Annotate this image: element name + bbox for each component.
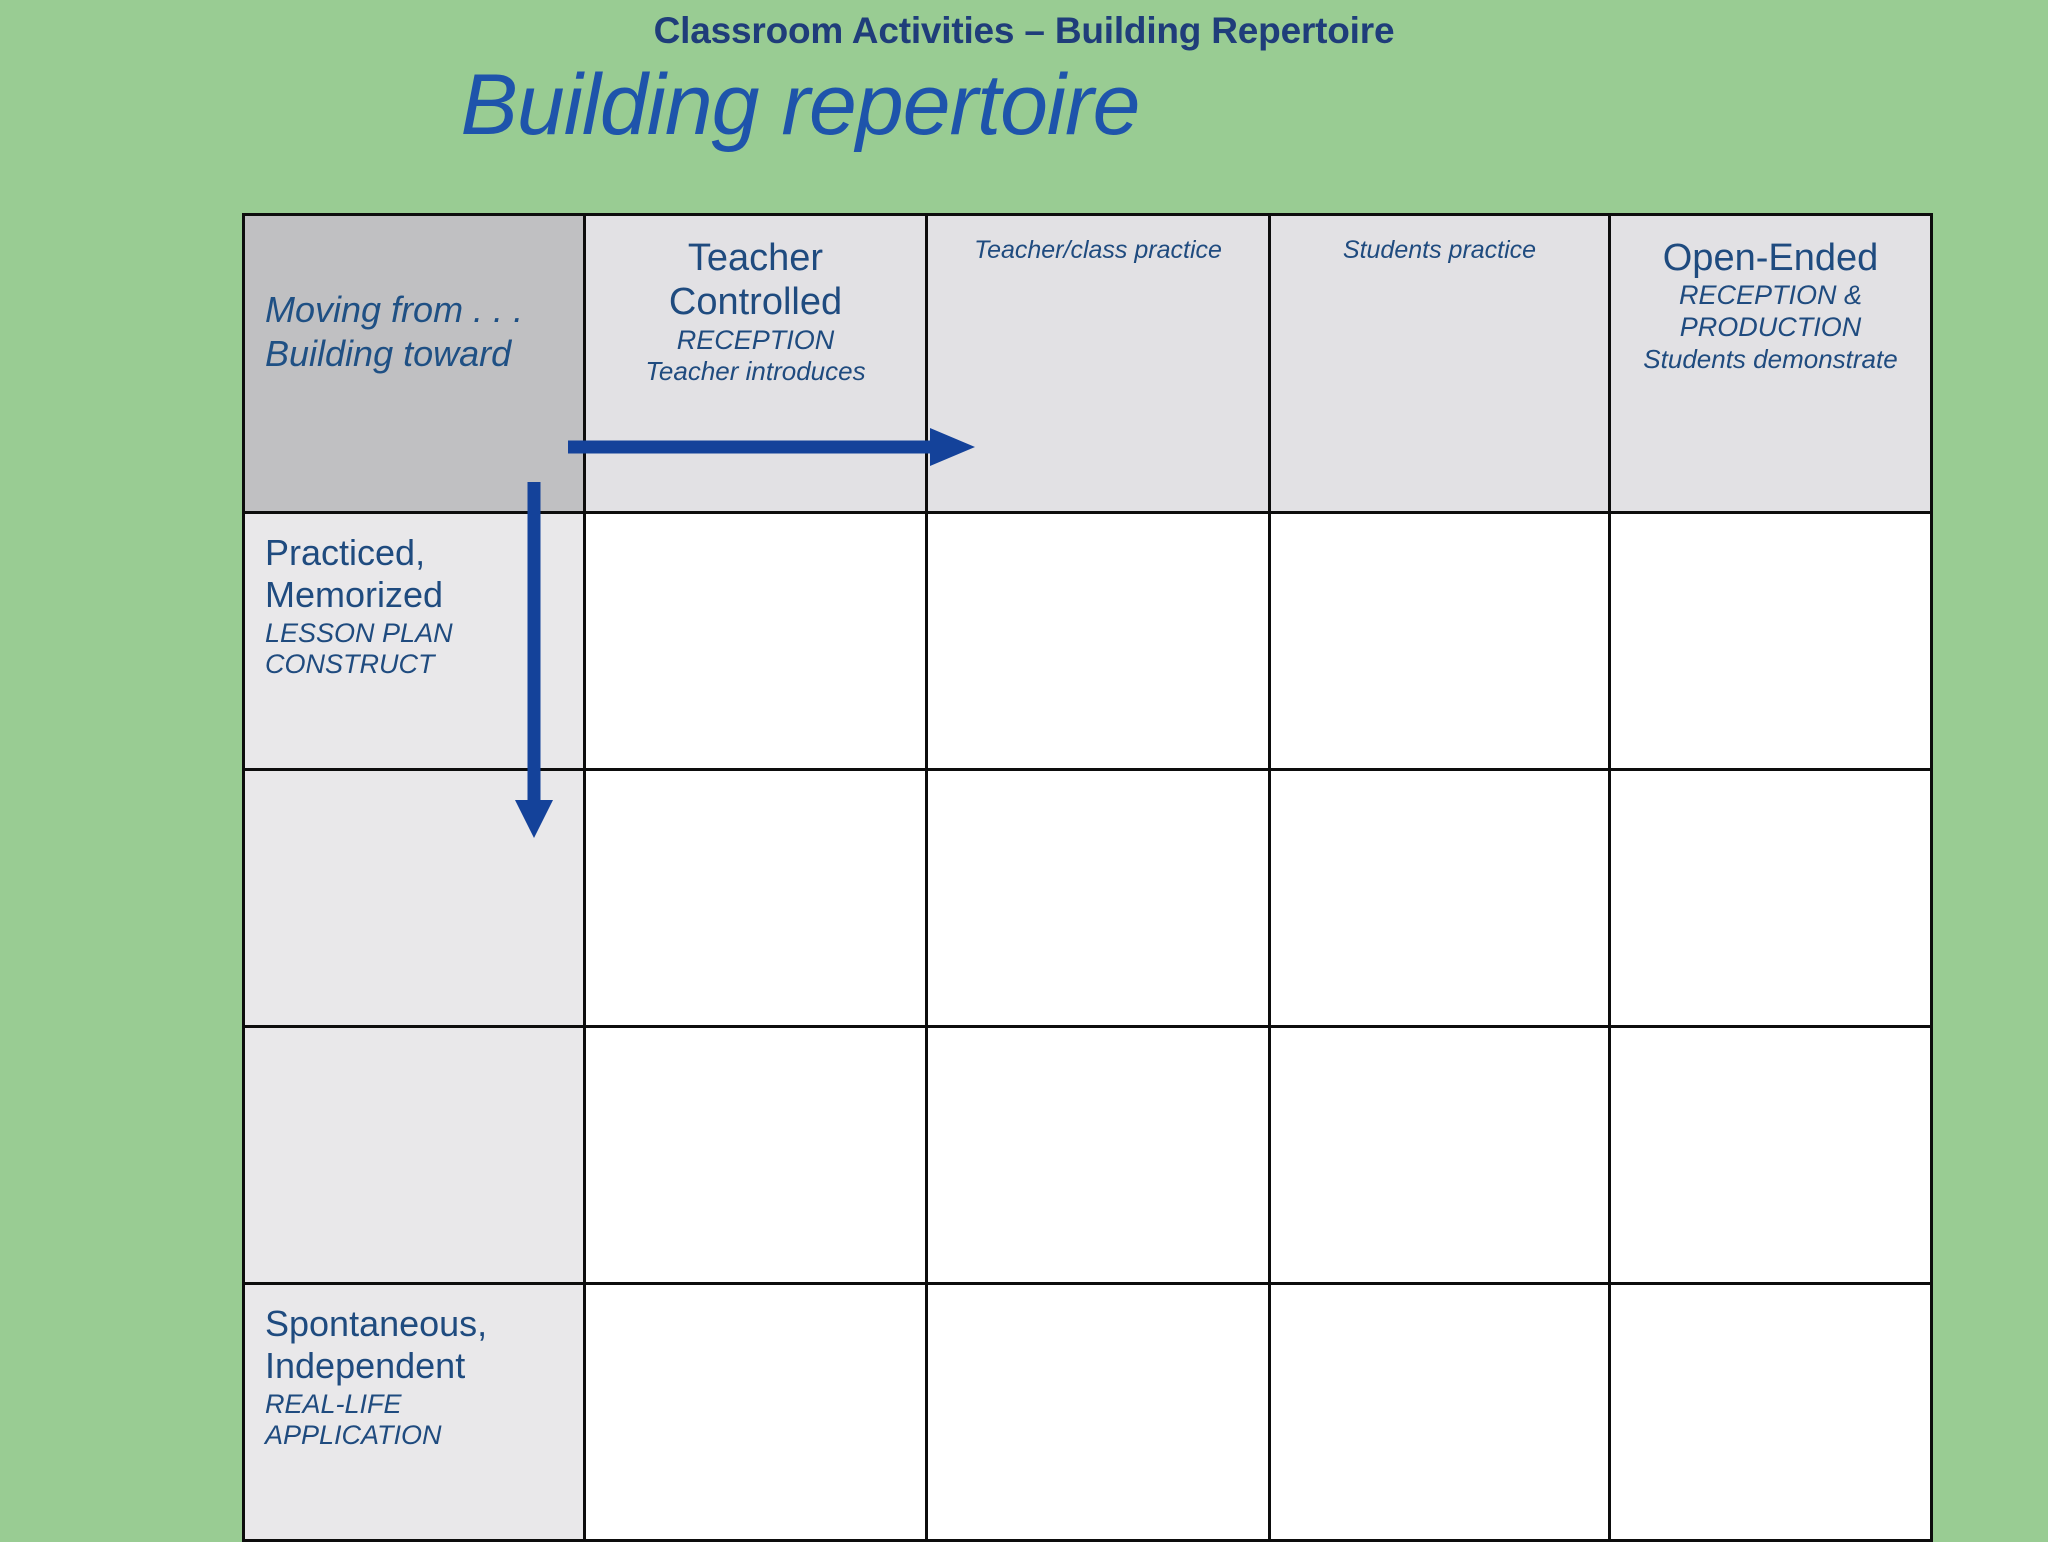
cell-r1-c3[interactable] (925, 511, 1271, 771)
header-text-block: Teacher/class practice (928, 216, 1268, 265)
row-label-line-1 (245, 1028, 583, 1046)
row-label-line-2: Independent (265, 1344, 466, 1386)
header-title-teacher-class-practice: Teacher/class practice (974, 236, 1222, 264)
table-row (242, 1025, 1933, 1285)
header-subtitle-reception: RECEPTION (676, 324, 835, 355)
row-label-line-2: Memorized (265, 573, 444, 615)
cell-r2-c5[interactable] (1608, 768, 1933, 1028)
repertoire-matrix: Moving from . . . Building toward Teache… (242, 213, 1933, 1542)
row-label-line-1 (245, 771, 583, 789)
header-subtitle-students-demonstrate: Students demonstrate (1643, 343, 1898, 374)
cell-r1-c4[interactable] (1268, 511, 1611, 771)
row-sublabel-line-1: LESSON PLAN (265, 617, 453, 648)
table-row (242, 768, 1933, 1028)
row-sublabel-line-2: CONSTRUCT (265, 649, 435, 680)
cell-r4-c4[interactable] (1268, 1282, 1611, 1542)
header-subtitle-teacher-introduces: Teacher introduces (645, 356, 866, 387)
cell-r2-c3[interactable] (925, 768, 1271, 1028)
header-title-open-ended: Open-Ended (1662, 237, 1879, 279)
header-cell-students-practice: Students practice (1268, 213, 1611, 514)
row-sublabel-line-1: REAL-LIFE (265, 1388, 402, 1419)
header-cell-teacher-controlled: Teacher Controlled RECEPTION Teacher int… (583, 213, 928, 514)
cell-r4-c3[interactable] (925, 1282, 1271, 1542)
page-title: Classroom Activities – Building Repertoi… (653, 10, 1395, 51)
header-text-block: Open-Ended RECEPTION & PRODUCTION Studen… (1611, 216, 1930, 374)
corner-line-1: Moving from . . . (265, 289, 524, 330)
row-label-line-1: Practiced, (265, 532, 426, 573)
cell-r4-c5[interactable] (1608, 1282, 1933, 1542)
cell-r2-c4[interactable] (1268, 768, 1611, 1028)
header-text-block: Teacher Controlled RECEPTION Teacher int… (586, 216, 925, 387)
cell-r3-c2[interactable] (583, 1025, 928, 1285)
cell-r2-c2[interactable] (583, 768, 928, 1028)
corner-line-2: Building toward (265, 332, 512, 374)
row-label-blank-2 (242, 1025, 586, 1285)
row-label-blank-1 (242, 768, 586, 1028)
header-cell-open-ended: Open-Ended RECEPTION & PRODUCTION Studen… (1608, 213, 1933, 514)
row-sublabel-line-2: APPLICATION (265, 1420, 442, 1451)
cell-r4-c2[interactable] (583, 1282, 928, 1542)
cell-r1-c5[interactable] (1608, 511, 1933, 771)
table-header-row: Moving from . . . Building toward Teache… (242, 213, 1933, 514)
header-cell-corner: Moving from . . . Building toward (242, 213, 586, 514)
cell-r3-c5[interactable] (1608, 1025, 1933, 1285)
row-label-line-1: Spontaneous, (265, 1303, 488, 1344)
table-row: Practiced, Memorized LESSON PLAN CONSTRU… (242, 511, 1933, 771)
slide-main-title: Building repertoire (460, 57, 1141, 153)
corner-text-block: Moving from . . . Building toward (245, 216, 583, 376)
cell-r3-c4[interactable] (1268, 1025, 1611, 1285)
cell-r3-c3[interactable] (925, 1025, 1271, 1285)
header-cell-teacher-class-practice: Teacher/class practice (925, 213, 1271, 514)
header-subtitle-reception-production-2: PRODUCTION (1679, 312, 1862, 343)
header-subtitle-reception-production-1: RECEPTION & (1678, 280, 1863, 311)
cell-r1-c2[interactable] (583, 511, 928, 771)
table-row: Spontaneous, Independent REAL-LIFE APPLI… (242, 1282, 1933, 1542)
header-title-line-2: Controlled (668, 281, 843, 324)
header-text-block: Students practice (1271, 216, 1608, 265)
header-title-line-1: Teacher (687, 237, 824, 279)
row-label-practiced-memorized: Practiced, Memorized LESSON PLAN CONSTRU… (242, 511, 586, 771)
row-label-spontaneous-independent: Spontaneous, Independent REAL-LIFE APPLI… (242, 1282, 586, 1542)
header-title-students-practice: Students practice (1342, 236, 1537, 264)
